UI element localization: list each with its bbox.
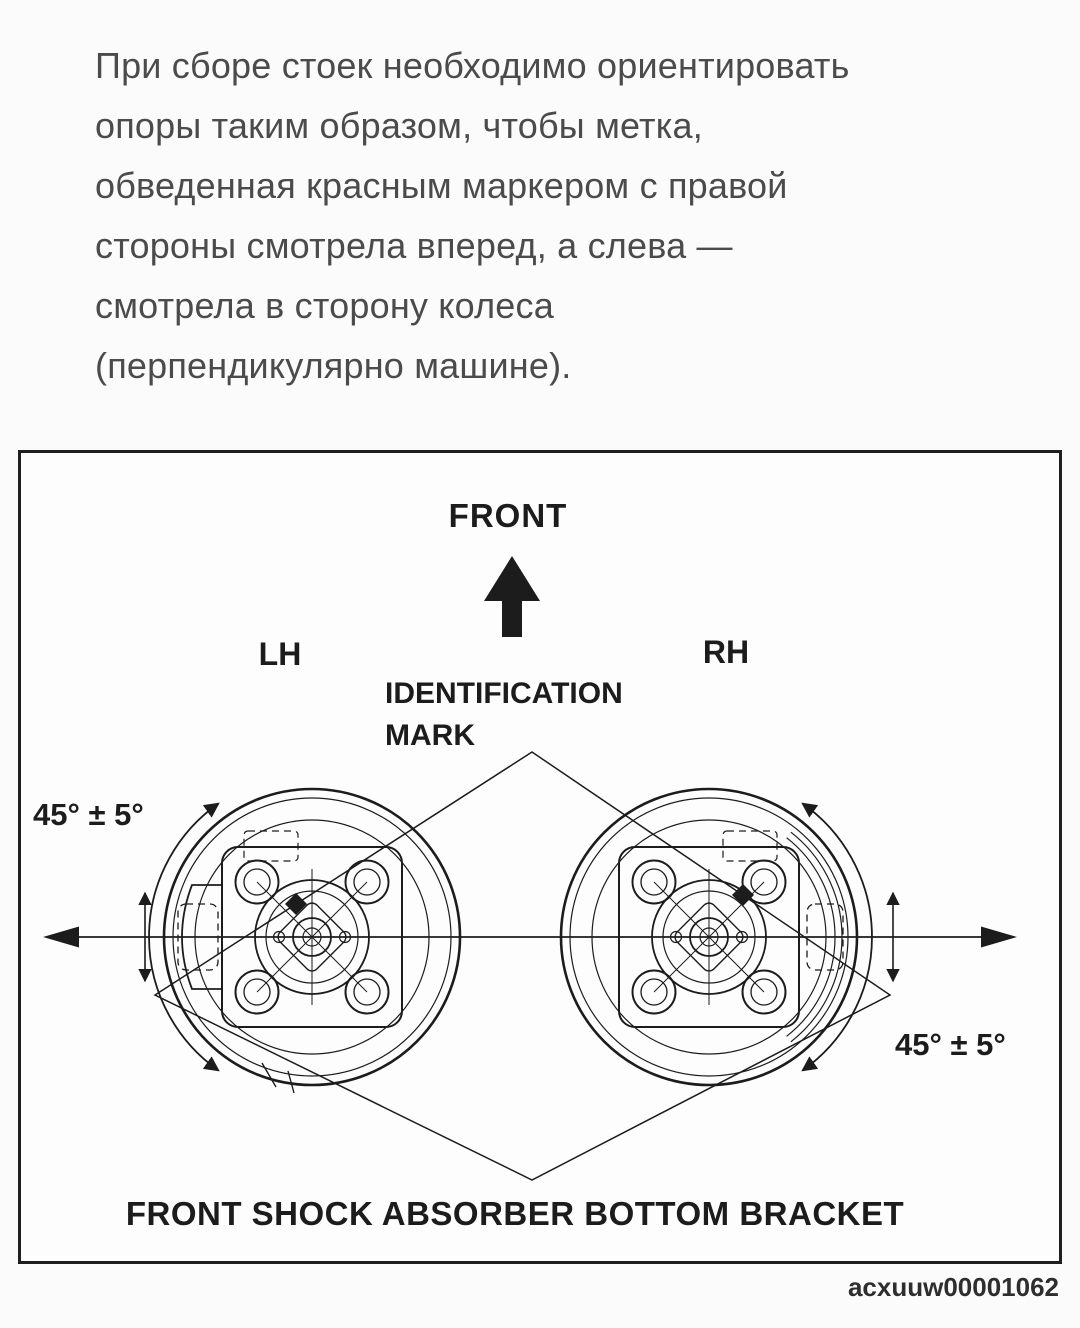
lh-hidden-detail	[243, 830, 299, 862]
identification-mark-label-line2: MARK	[385, 719, 475, 752]
instruction-line: опоры таким образом, чтобы метка,	[95, 105, 703, 146]
identification-mark-diamond-lh	[285, 893, 307, 915]
front-label: FRONT	[449, 497, 568, 534]
rh-label: RH	[703, 634, 749, 670]
instruction-line: (перпендикулярно машине).	[95, 345, 572, 386]
angle-label-left: 45° ± 5°	[33, 797, 144, 832]
rotation-arc-right	[801, 802, 873, 1072]
axis-arrowhead-left	[43, 926, 79, 948]
instruction-line: обведенная красным маркером с правой	[95, 165, 788, 206]
lh-bracket-drawing	[162, 787, 462, 1094]
instruction-text: При сборе стоек необходимо ориентировать…	[0, 0, 1080, 396]
front-arrow	[484, 556, 540, 637]
figure-code: acxuuw00001062	[847, 1272, 1059, 1302]
identification-pointer-lines	[153, 751, 892, 1181]
figure-frame: FRONT LH RH IDENTIFICATION MARK 45° ± 5°…	[18, 450, 1062, 1264]
instruction-line: стороны смотрела вперед, а слева —	[95, 225, 733, 266]
lh-rim-tab	[261, 1062, 295, 1094]
angle-label-right: 45° ± 5°	[895, 1027, 1006, 1062]
identification-mark-label-line1: IDENTIFICATION	[385, 677, 623, 710]
rh-hidden-detail	[722, 830, 778, 862]
horizontal-axis-arrow	[43, 926, 1017, 948]
instruction-line: смотрела в сторону колеса	[95, 285, 554, 326]
lh-label: LH	[259, 636, 302, 672]
axis-arrowhead-right	[981, 926, 1017, 948]
identification-mark-diamond-rh	[732, 884, 754, 906]
instruction-line: При сборе стоек необходимо ориентировать	[95, 45, 850, 86]
figure-caption: FRONT SHOCK ABSORBER BOTTOM BRACKET	[126, 1195, 904, 1232]
shock-bracket-diagram: FRONT LH RH IDENTIFICATION MARK 45° ± 5°…	[33, 497, 1017, 1232]
